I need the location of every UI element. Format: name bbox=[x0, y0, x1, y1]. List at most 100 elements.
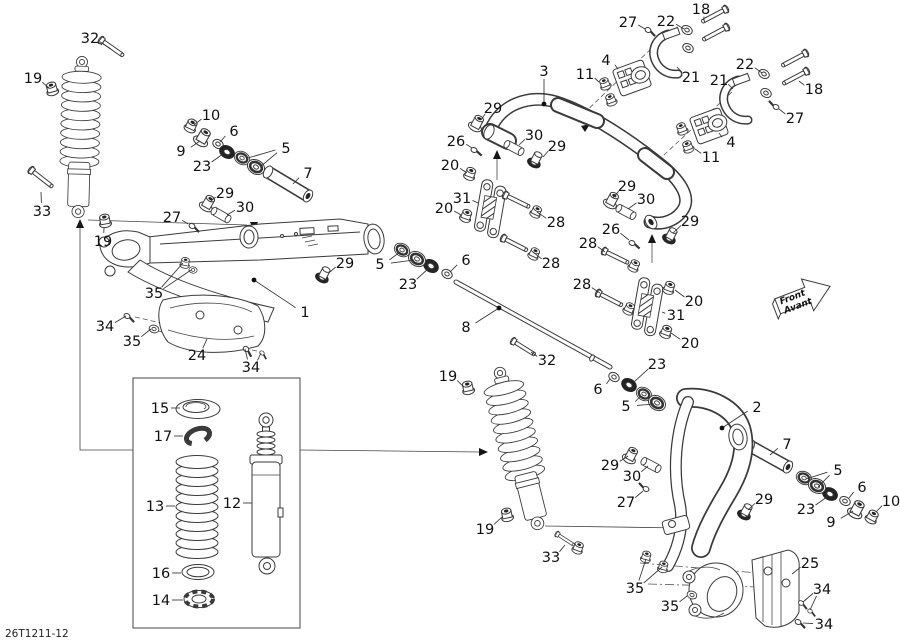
spacer-part bbox=[209, 205, 233, 225]
shock-mount-bracket bbox=[661, 515, 691, 535]
leader-line bbox=[42, 81, 50, 89]
bushd-part bbox=[525, 148, 547, 171]
nut-part bbox=[528, 203, 544, 221]
leader-line bbox=[226, 209, 236, 216]
callout-29: 29 bbox=[601, 458, 619, 474]
shock-absorber-rear bbox=[478, 362, 560, 535]
callout-20: 20 bbox=[685, 294, 703, 310]
callout-21: 21 bbox=[710, 73, 728, 89]
callout-23: 23 bbox=[648, 357, 666, 373]
washer-part bbox=[758, 86, 774, 100]
leader-line bbox=[99, 41, 112, 50]
front-direction-arrow: Front Avant bbox=[772, 278, 831, 321]
figure-code: 26T1211-12 bbox=[5, 628, 69, 640]
inset-detail-box bbox=[132, 377, 301, 629]
leader-line bbox=[542, 150, 549, 158]
callout-28: 28 bbox=[542, 256, 560, 272]
washer-part bbox=[439, 267, 455, 281]
nut-part bbox=[97, 212, 113, 230]
spacer-part bbox=[639, 455, 663, 475]
leader-dot bbox=[541, 101, 547, 107]
boltm-part bbox=[498, 232, 530, 255]
callout-34: 34 bbox=[813, 582, 831, 598]
nut-part bbox=[603, 91, 619, 108]
leader-line bbox=[453, 210, 462, 216]
leader-line bbox=[472, 200, 479, 204]
callout-2: 2 bbox=[752, 400, 761, 416]
leader-line bbox=[163, 269, 192, 290]
leader-line bbox=[480, 113, 486, 121]
clamp-ear bbox=[731, 72, 751, 87]
leader-line bbox=[840, 510, 854, 519]
spacer-part bbox=[614, 202, 638, 222]
callout-19: 19 bbox=[476, 522, 494, 538]
nut-part bbox=[597, 75, 613, 92]
callout-4: 4 bbox=[601, 53, 610, 69]
nut-part bbox=[658, 323, 675, 341]
bar-sleeve-left bbox=[552, 99, 603, 127]
washer-part bbox=[606, 370, 622, 384]
leader-line bbox=[594, 77, 600, 83]
leader-dot bbox=[251, 277, 257, 283]
leader-line bbox=[193, 118, 202, 126]
leader-line bbox=[675, 23, 685, 30]
callout-28: 28 bbox=[547, 215, 565, 231]
leader-line bbox=[676, 66, 683, 73]
leader-line bbox=[634, 490, 644, 499]
callout-23: 23 bbox=[399, 277, 417, 293]
callout-12: 12 bbox=[223, 496, 241, 512]
leader-dot bbox=[719, 425, 725, 431]
callout-29: 29 bbox=[336, 256, 354, 272]
leader-line bbox=[247, 149, 276, 159]
boltm-part bbox=[96, 34, 127, 60]
callout-29: 29 bbox=[216, 186, 234, 202]
boltm-part bbox=[779, 47, 811, 71]
stabilizer-link-right bbox=[630, 277, 664, 337]
callout-27: 27 bbox=[786, 111, 804, 127]
callout-22: 22 bbox=[736, 57, 754, 73]
callout-7: 7 bbox=[782, 437, 791, 453]
washer-part bbox=[679, 23, 695, 37]
callout-34: 34 bbox=[242, 360, 260, 376]
callout-25: 25 bbox=[801, 556, 819, 572]
nut-part bbox=[863, 507, 882, 527]
leader-line bbox=[747, 503, 756, 511]
callout-28: 28 bbox=[573, 277, 591, 293]
leader-line bbox=[459, 168, 468, 174]
callout-17: 17 bbox=[154, 429, 172, 445]
callout-10: 10 bbox=[202, 108, 220, 124]
skid-plate bbox=[158, 294, 266, 353]
leader-line bbox=[389, 251, 401, 261]
arrow-link-left bbox=[493, 150, 501, 159]
callout-6: 6 bbox=[229, 124, 238, 140]
preload-adjuster bbox=[183, 589, 215, 609]
callout-24: 24 bbox=[188, 348, 206, 364]
leader-line bbox=[292, 177, 300, 185]
callout-9: 9 bbox=[176, 144, 185, 160]
callout-19: 19 bbox=[439, 369, 457, 385]
boltm-part bbox=[593, 287, 625, 310]
leader-line bbox=[530, 351, 538, 357]
leader-line bbox=[141, 328, 152, 338]
callout-6: 6 bbox=[461, 253, 470, 269]
leader-dot bbox=[496, 305, 502, 311]
callout-29: 29 bbox=[484, 101, 502, 117]
callout-30: 30 bbox=[623, 469, 641, 485]
callout-31: 31 bbox=[453, 191, 471, 207]
rubber-block-right bbox=[689, 107, 729, 145]
callout-23: 23 bbox=[193, 159, 211, 175]
leader-line bbox=[209, 196, 216, 203]
bolts-part bbox=[469, 145, 485, 157]
nut-part bbox=[526, 245, 542, 263]
callout-1: 1 bbox=[300, 305, 309, 321]
callout-31: 31 bbox=[667, 308, 685, 324]
callout-32: 32 bbox=[538, 353, 556, 369]
stabilizer-link-left bbox=[473, 179, 507, 239]
callout-13: 13 bbox=[146, 499, 164, 515]
leader-line bbox=[727, 83, 734, 90]
arrow-link-right bbox=[648, 234, 656, 243]
callout-18: 18 bbox=[805, 82, 823, 98]
leader-line bbox=[161, 262, 184, 288]
callout-34: 34 bbox=[815, 617, 833, 633]
